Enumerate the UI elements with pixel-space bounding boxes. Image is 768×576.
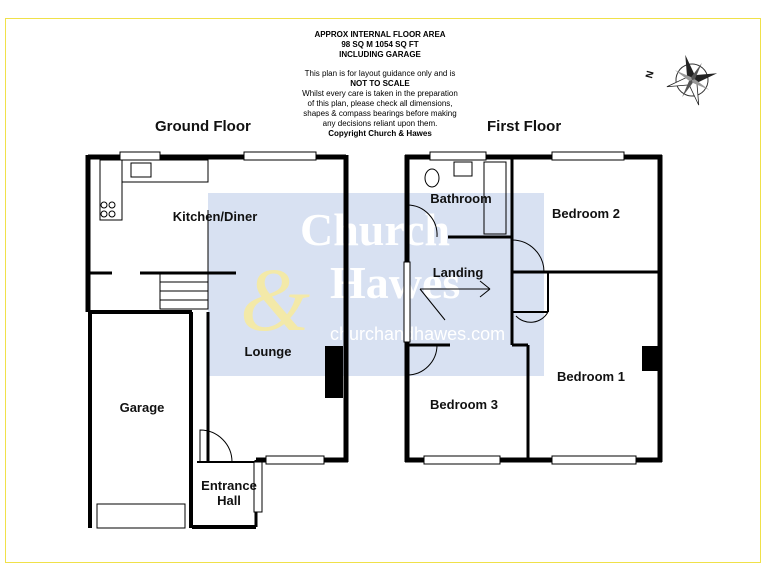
area-note: INCLUDING GARAGE xyxy=(339,50,421,59)
first-floor-title: First Floor xyxy=(487,118,562,135)
ground-floor-title: Ground Floor xyxy=(155,118,251,135)
compass-rose-icon xyxy=(666,54,718,106)
room-kitchen-diner: Kitchen/Diner xyxy=(172,209,258,224)
room-bedroom-2: Bedroom 2 xyxy=(552,206,620,221)
room-bedroom-3: Bedroom 3 xyxy=(430,397,498,412)
copyright: Copyright Church & Hawes xyxy=(328,129,432,138)
disclaimer-line3: Whilst every care is taken in the prepar… xyxy=(302,89,458,98)
room-bedroom-1: Bedroom 1 xyxy=(557,369,625,384)
watermark-ampersand: & xyxy=(240,251,310,350)
disclaimer-line1: This plan is for layout guidance only an… xyxy=(304,69,456,78)
watermark-line2: Hawes xyxy=(330,257,460,308)
ground-floor-walls xyxy=(85,151,349,529)
area-value: 98 SQ M 1054 SQ FT xyxy=(341,40,419,49)
area-title: APPROX INTERNAL FLOOR AREA xyxy=(314,30,446,39)
room-bathroom: Bathroom xyxy=(430,191,492,206)
first-floor-walls xyxy=(403,151,663,465)
watermark-line1: Church xyxy=(300,204,450,255)
page-frame xyxy=(5,18,761,563)
room-lounge: Lounge xyxy=(244,344,292,359)
watermark-panel xyxy=(208,193,544,376)
disclaimer-emphasis: NOT TO SCALE xyxy=(350,79,410,88)
room-entrance-hall: Entrance Hall xyxy=(201,478,257,508)
watermark-url: churchandhawes.com xyxy=(330,324,505,344)
room-landing: Landing xyxy=(432,265,484,280)
room-garage: Garage xyxy=(119,400,165,415)
disclaimer-line4: of this plan, please check all dimension… xyxy=(307,99,453,108)
compass-north-label: N xyxy=(644,70,656,80)
disclaimer-line6: any decisions reliant upon them. xyxy=(322,119,438,128)
disclaimer-line5: shapes & compass bearings before making xyxy=(303,109,457,118)
